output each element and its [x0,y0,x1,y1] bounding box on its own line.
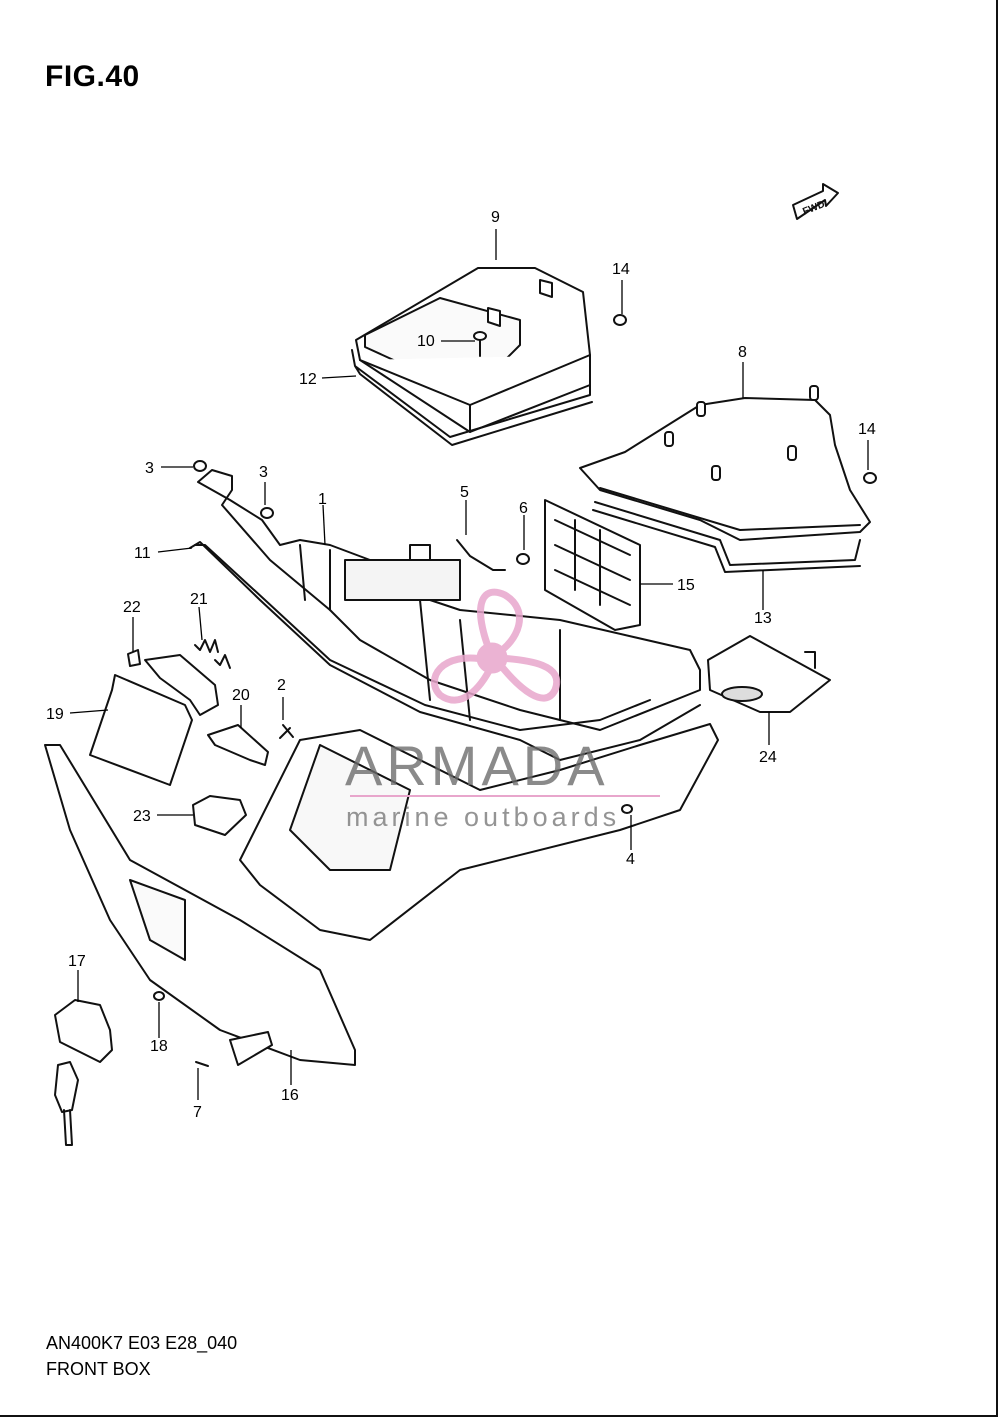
part-1-frame [189,469,701,761]
model-code: AN400K7 E03 E28_040 [46,1333,238,1353]
part-10-screw [473,331,487,357]
assembly-name: FRONT BOX [46,1359,151,1379]
part-15-panel [544,499,641,631]
part-11-frame-trim [194,544,651,731]
callout-21: 21 [190,591,208,608]
callout-14b: 14 [858,421,876,438]
watermark-brand: ARMADA [345,734,609,797]
watermark: ARMADA marine outboards [345,588,660,832]
part-19-lid [89,674,193,786]
part-22-hinge-bracket [127,649,219,716]
fwd-arrow-icon: FWD [792,183,839,220]
part-20-latch [207,724,269,766]
inner-box-body [239,723,719,941]
callout-9: 9 [491,209,500,226]
callout-24: 24 [759,749,777,766]
callout-20: 20 [232,687,250,704]
part-9-lid [355,267,591,433]
callout-6: 6 [519,500,528,517]
callout-14a: 14 [612,261,630,278]
callout-3a: 3 [145,460,154,477]
part-21-spring [194,639,231,669]
callout-10: 10 [417,333,435,350]
callout-4: 4 [626,851,635,868]
part-24-cover [707,635,831,713]
callout-1: 1 [318,491,327,508]
part-12-seal [351,349,593,446]
callout-15: 15 [677,577,695,594]
armada-propeller-logo [430,588,561,704]
part-16-front-panel [44,744,356,1066]
callout-3b: 3 [259,464,268,481]
callout-23: 23 [133,808,151,825]
callout-17: 17 [68,953,86,970]
callout-12: 12 [299,371,317,388]
figure-title: FIG.40 [45,60,140,93]
callout-13: 13 [754,610,772,627]
watermark-tagline: marine outboards [346,802,620,832]
callout-22: 22 [123,599,141,616]
part-17-lock [54,999,113,1146]
part-13-gasket [592,501,861,573]
callout-11: 11 [134,545,151,562]
callout-18: 18 [150,1038,168,1055]
callout-labels: 1 2 3 3 4 5 6 7 8 9 10 11 12 13 14 14 15… [46,209,876,1121]
part-23-button [192,795,247,836]
leader-lines [69,229,869,1100]
callout-5: 5 [460,484,469,501]
callout-16: 16 [281,1087,299,1104]
callout-7: 7 [193,1104,202,1121]
callout-8: 8 [738,344,747,361]
part-8-tray [579,385,871,541]
callout-2: 2 [277,677,286,694]
fasteners [153,314,877,1067]
callout-19: 19 [46,706,64,723]
